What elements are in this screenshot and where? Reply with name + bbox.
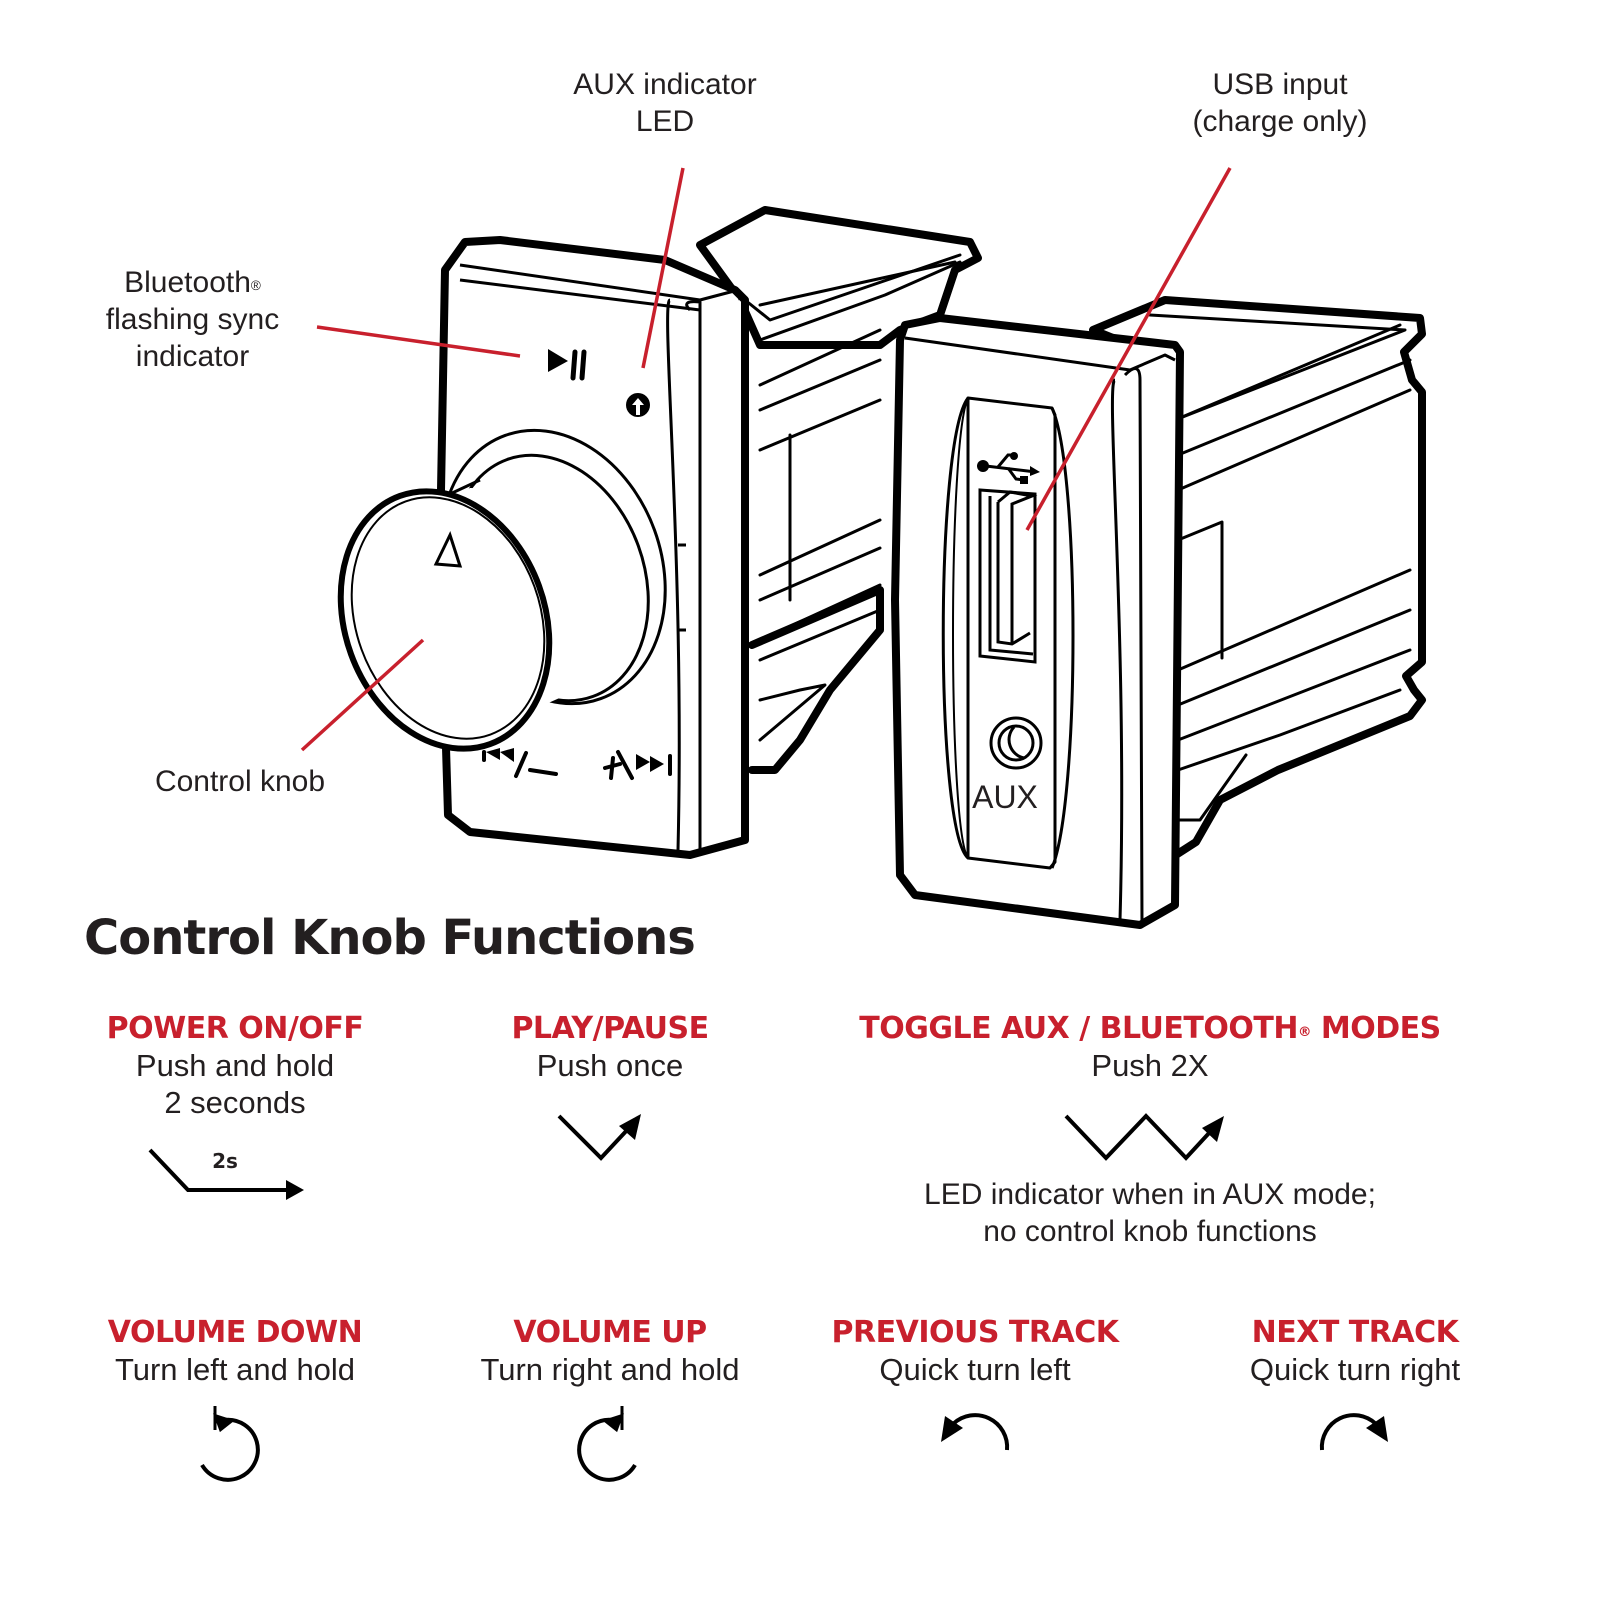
function-toggle-modes: TOGGLE AUX / BLUETOOTH® MODES Push 2X: [820, 1011, 1480, 1084]
quick-turn-left-icon: [941, 1413, 1010, 1451]
registered-mark: ®: [1297, 1023, 1312, 1040]
turn-right-hold-icon: [577, 1406, 637, 1482]
function-title: POWER ON/OFF: [106, 1011, 364, 1046]
callout-leaders: [300, 167, 1232, 752]
left-unit-housing: [696, 206, 982, 774]
push-twice-arrow-icon: [1064, 1113, 1224, 1161]
toggle-modes-note: LED indicator when in AUX mode; no contr…: [820, 1176, 1480, 1250]
aux-led-callout-line2: LED: [635, 105, 695, 138]
function-title: VOLUME DOWN: [107, 1315, 363, 1350]
function-desc: Turn left and hold: [114, 1352, 356, 1387]
knob-pointer-icon: [433, 530, 463, 568]
function-title: TOGGLE AUX / BLUETOOTH: [859, 1011, 1298, 1046]
aux-led-callout-line1: AUX indicator: [573, 68, 757, 101]
knob-callout: Control knob: [154, 765, 326, 798]
function-next-track: NEXT TRACK Quick turn right: [1200, 1315, 1510, 1388]
push-hold-arrow-icon: 2s: [148, 1148, 304, 1200]
usb-callout: USB input (charge only): [1160, 66, 1400, 140]
usb-callout-line2: (charge only): [1192, 105, 1368, 138]
usb-port-icon: [978, 488, 1038, 664]
aux-led-callout: AUX indicator LED: [545, 66, 785, 140]
aux-led-leader: [641, 167, 685, 369]
section-title: Control Knob Functions: [84, 910, 696, 966]
function-desc: Push and hold: [135, 1048, 335, 1083]
prev-volume-down-icon: [482, 748, 558, 778]
function-desc: Push once: [536, 1048, 684, 1083]
function-desc: Quick turn left: [879, 1352, 1071, 1387]
function-title: PLAY/PAUSE: [511, 1011, 709, 1046]
function-desc: 2 seconds: [164, 1085, 306, 1120]
function-desc: Quick turn right: [1249, 1352, 1461, 1387]
aux-led-icon: [626, 393, 650, 417]
function-volume-up: VOLUME UP Turn right and hold: [460, 1315, 760, 1388]
right-unit-faceplate: [891, 314, 1184, 929]
function-desc: Turn right and hold: [480, 1352, 740, 1387]
function-title: PREVIOUS TRACK: [831, 1315, 1119, 1350]
function-power: POWER ON/OFF Push and hold 2 seconds: [80, 1011, 390, 1121]
turn-left-hold-icon: [200, 1406, 260, 1482]
volume-up-next-icon: [603, 750, 672, 780]
bluetooth-callout: Bluetooth® flashing sync indicator: [80, 264, 305, 375]
device-illustration: AUX: [300, 167, 1426, 929]
function-previous-track: PREVIOUS TRACK Quick turn left: [820, 1315, 1130, 1388]
function-volume-down: VOLUME DOWN Turn left and hold: [80, 1315, 390, 1388]
note-line: no control knob functions: [983, 1215, 1317, 1248]
usb-leader: [1025, 167, 1232, 531]
usb-symbol-icon: [977, 452, 1040, 484]
function-desc: Push 2X: [1091, 1048, 1209, 1083]
push-hold-label: 2s: [212, 1149, 238, 1173]
aux-port-label: AUX: [972, 779, 1038, 815]
bluetooth-callout-line1: Bluetooth: [124, 266, 251, 299]
function-title: NEXT TRACK: [1251, 1315, 1459, 1350]
bluetooth-callout-line3: indicator: [135, 340, 250, 373]
note-line: LED indicator when in AUX mode;: [924, 1178, 1376, 1211]
play-pause-icon: [548, 349, 587, 381]
function-play-pause: PLAY/PAUSE Push once: [460, 1011, 760, 1084]
function-title: VOLUME UP: [513, 1315, 707, 1350]
push-once-arrow-icon: [557, 1114, 641, 1161]
bluetooth-leader: [316, 325, 521, 358]
quick-turn-right-icon: [1319, 1413, 1388, 1451]
registered-mark: ®: [250, 277, 261, 293]
knob-leader: [300, 638, 425, 752]
bluetooth-callout-line2: flashing sync: [105, 303, 280, 336]
aux-jack-icon: [989, 716, 1043, 770]
usb-callout-line1: USB input: [1212, 68, 1348, 101]
function-title-suffix: MODES: [1310, 1011, 1441, 1046]
